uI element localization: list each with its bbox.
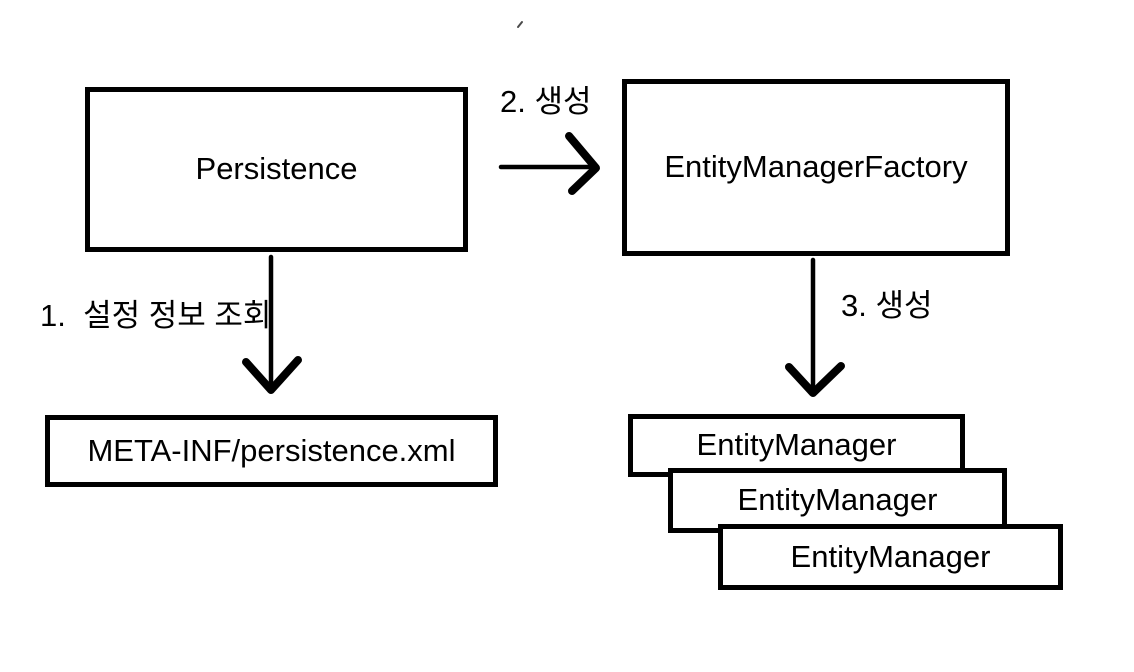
node-entity-manager-1-label: EntityManager [696, 427, 897, 463]
node-entity-manager-factory: EntityManagerFactory [622, 79, 1010, 256]
edge-label-step1: 1. 설정 정보 조회 [40, 298, 272, 333]
stray-mark [517, 21, 523, 28]
node-entity-manager-3-label: EntityManager [790, 538, 991, 574]
node-persistence-label: Persistence [195, 151, 358, 187]
node-meta-inf-persistence-xml: META-INF/persistence.xml [45, 415, 498, 487]
node-entity-manager-1: EntityManager [628, 414, 965, 477]
node-entity-manager-factory-label: EntityManagerFactory [664, 149, 968, 185]
node-meta-inf-label: META-INF/persistence.xml [87, 432, 456, 468]
node-entity-manager-2-label: EntityManager [737, 482, 938, 518]
edge-label-step2: 2. 생성 [500, 84, 592, 119]
arrow-step3 [785, 257, 845, 397]
arrow-step2 [498, 132, 600, 195]
edge-label-step3: 3. 생성 [841, 288, 933, 323]
node-persistence: Persistence [85, 87, 468, 252]
node-entity-manager-3: EntityManager [718, 524, 1063, 590]
